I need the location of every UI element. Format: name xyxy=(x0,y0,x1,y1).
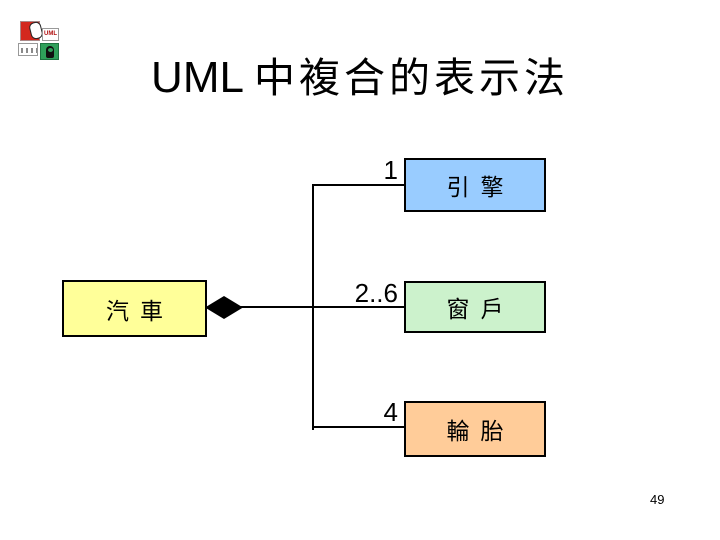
slide-logo: UML xyxy=(17,19,61,61)
connector-main-line xyxy=(240,306,404,308)
uml-class-engine-label: 引擎 xyxy=(446,175,515,201)
connector-vertical-line xyxy=(312,184,314,430)
page-number: 49 xyxy=(650,492,665,507)
uml-class-car-label: 汽車 xyxy=(106,298,174,325)
logo-uml-cell: UML xyxy=(42,28,59,41)
connector-tire-line xyxy=(312,426,404,428)
multiplicity-engine: 1 xyxy=(383,155,398,185)
slide-title-zh: 中複合的表示法 xyxy=(253,54,569,102)
uml-class-tire-label: 輪胎 xyxy=(446,419,515,445)
slide-title-latin: UML xyxy=(151,53,244,102)
logo-text-cell xyxy=(18,43,38,56)
multiplicity-tire: 4 xyxy=(383,397,398,427)
logo-red-cell xyxy=(20,20,44,41)
logo-green-cell xyxy=(40,43,59,60)
uml-class-window: 窗戶 xyxy=(404,281,546,333)
multiplicity-window: 2..6 xyxy=(354,278,398,308)
connector-engine-line xyxy=(312,184,404,186)
logo-person-icon xyxy=(46,46,54,58)
uml-class-car: 汽車 xyxy=(62,280,207,337)
composition-diamond-icon xyxy=(205,296,243,319)
uml-class-window-label: 窗戶 xyxy=(446,297,515,323)
uml-class-tire: 輪胎 xyxy=(404,401,546,457)
uml-class-engine: 引擎 xyxy=(404,158,546,212)
